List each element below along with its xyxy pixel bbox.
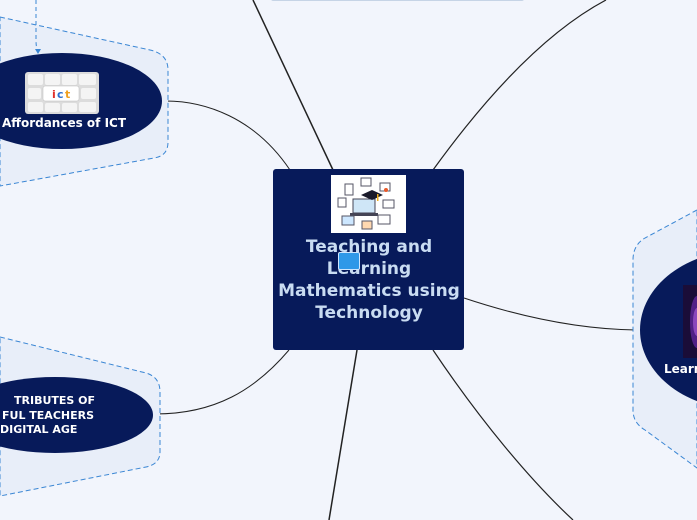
marker-icon[interactable] [338,252,360,270]
attributes-label-line-3: DIGITAL AGE [0,423,78,436]
attributes-label-line-2: FUL TEACHERS [2,408,95,422]
devices-graduation-cap-icon [337,177,395,230]
connector-bottom-right [432,349,574,520]
connector-attributes [154,349,290,415]
central-topic[interactable] [273,169,464,350]
topic-learning[interactable] [640,250,697,410]
connector-top-right [432,0,607,171]
svg-text:c: c [57,88,64,101]
central-topic-title: Teaching and Learning Mathematics using … [278,237,460,323]
topic-attributes[interactable] [0,377,153,453]
topic-attributes-label: TRIBUTES OF FUL TEACHERS DIGITAL AGE [0,394,115,438]
ict-keyboard-keys-icon: i c t [25,72,99,114]
arrow-icon [35,49,41,54]
connector-affordances [161,100,291,171]
connector-learning [463,297,642,331]
connector-top-left [252,0,334,171]
topic-affordances-label: Affordances of ICT [1,116,127,130]
attributes-label-line-1: TRIBUTES OF [14,394,96,407]
svg-text:t: t [65,88,70,101]
topic-learning-label: Learn [664,362,697,376]
svg-text:i: i [52,88,56,101]
connector-bottom [328,349,358,520]
purple-brain-image-icon [683,285,697,358]
